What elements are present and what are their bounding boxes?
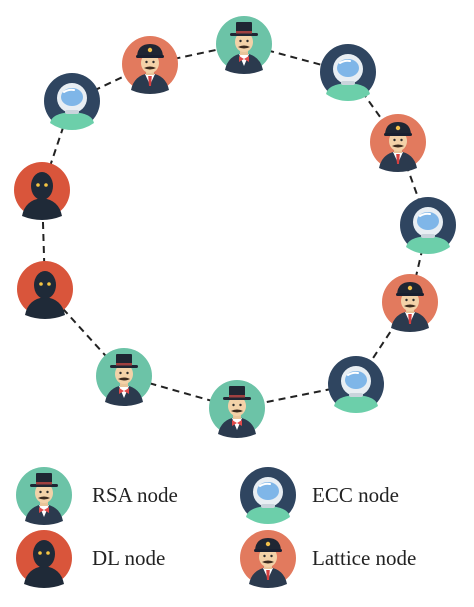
- lattice-node: [382, 274, 438, 332]
- legend-label-ecc: ECC node: [312, 483, 399, 507]
- top-hat-gentleman-icon: [96, 348, 152, 406]
- hooded-figure-icon: [17, 261, 73, 319]
- dl-node: [14, 162, 70, 220]
- legend-label-rsa: RSA node: [92, 483, 178, 507]
- officer-cap-icon: [240, 530, 296, 588]
- ecc-node: [44, 73, 100, 130]
- astronaut-helmet-icon: [240, 467, 296, 524]
- ring-nodes: [14, 16, 456, 438]
- hooded-figure-icon: [14, 162, 70, 220]
- astronaut-helmet-icon: [320, 44, 376, 101]
- rsa-node: [209, 380, 265, 438]
- top-hat-gentleman-icon: [16, 467, 72, 525]
- ecc-node: [328, 356, 384, 413]
- hooded-figure-icon: [16, 530, 72, 588]
- legend-label-dl: DL node: [92, 546, 166, 570]
- legend-swatch-ecc: [240, 467, 296, 524]
- officer-cap-icon: [122, 36, 178, 94]
- rsa-node: [96, 348, 152, 406]
- officer-cap-icon: [382, 274, 438, 332]
- legend-swatch-dl: [16, 530, 72, 588]
- astronaut-helmet-icon: [44, 73, 100, 130]
- rsa-node: [216, 16, 272, 74]
- legend-swatch-rsa: [16, 467, 72, 525]
- lattice-node: [370, 114, 426, 172]
- legend-icons: [16, 467, 296, 588]
- dl-node: [17, 261, 73, 319]
- legend-swatch-lattice: [240, 530, 296, 588]
- ring-edges: [41, 43, 429, 409]
- top-hat-gentleman-icon: [216, 16, 272, 74]
- astronaut-helmet-icon: [400, 197, 456, 254]
- ecc-node: [400, 197, 456, 254]
- legend-label-lattice: Lattice node: [312, 546, 417, 570]
- astronaut-helmet-icon: [328, 356, 384, 413]
- top-hat-gentleman-icon: [209, 380, 265, 438]
- ecc-node: [320, 44, 376, 101]
- officer-cap-icon: [370, 114, 426, 172]
- lattice-node: [122, 36, 178, 94]
